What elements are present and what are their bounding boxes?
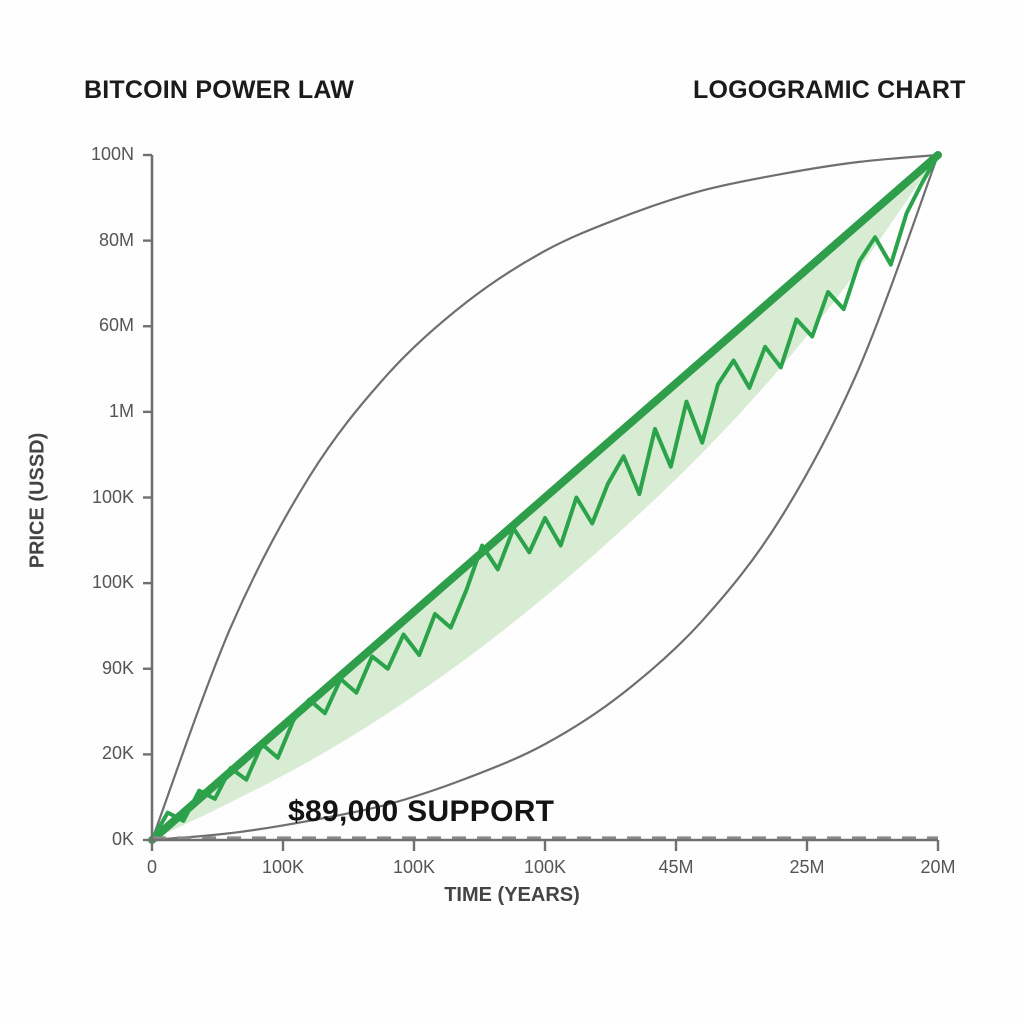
axis-lines-and-ticks bbox=[143, 153, 940, 851]
y-tick-label: 20K bbox=[101, 743, 134, 764]
y-tick-label: 80M bbox=[98, 229, 134, 250]
y-tick-label: 0K bbox=[111, 829, 134, 849]
lower-envelope-curve bbox=[150, 153, 940, 842]
envelope-curves bbox=[150, 153, 940, 842]
x-tick-label: 100K bbox=[523, 857, 567, 877]
x-tick-label: 100K bbox=[261, 857, 305, 877]
y-tick-label: 100K bbox=[91, 572, 134, 593]
upper-envelope-curve bbox=[150, 153, 940, 842]
x-tick-label: 45M bbox=[658, 857, 694, 877]
price-line bbox=[150, 153, 940, 842]
x-tick-label: 0 bbox=[146, 857, 157, 877]
y-tick-label: 1M bbox=[108, 400, 134, 421]
y-tick-label: 60M bbox=[98, 315, 134, 336]
chart-title-right: LOGOGRAMIC CHART bbox=[693, 76, 966, 104]
power-law-trend-line bbox=[148, 151, 942, 844]
x-tick-label: 25M bbox=[789, 857, 825, 877]
chart-title-left: BITCOIN POWER LAW bbox=[84, 76, 355, 104]
x-tick-label: 20M bbox=[920, 857, 956, 877]
price-zigzag-line bbox=[150, 153, 940, 842]
x-tick-label: 100K bbox=[392, 857, 436, 877]
y-tick-label: 100N bbox=[90, 144, 134, 164]
y-tick-label: 100K bbox=[91, 486, 134, 507]
trend-line bbox=[148, 151, 942, 844]
y-tick-label: 90K bbox=[101, 657, 134, 678]
x-axis-title: TIME (YEARS) bbox=[444, 884, 580, 906]
support-annotation: $89,000 SUPPORT bbox=[288, 795, 555, 828]
